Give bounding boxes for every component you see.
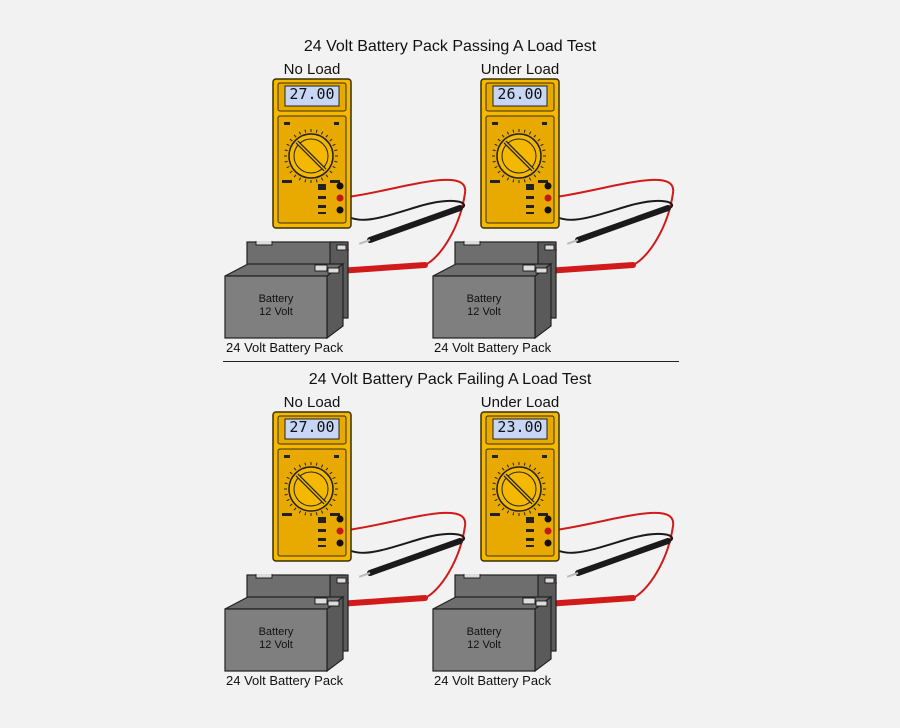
battery-text-line2: 12 Volt: [259, 639, 293, 651]
section-title-failing: 24 Volt Battery Pack Failing A Load Test: [308, 371, 592, 388]
section-title-passing: 24 Volt Battery Pack Passing A Load Test: [303, 38, 597, 55]
red-lead-wire: [339, 511, 467, 599]
multimeter-icon: 26.00: [480, 78, 560, 229]
battery-pack-label: 24 Volt Battery Pack: [226, 673, 344, 688]
battery-text-line1: Battery: [466, 293, 502, 305]
battery-text-line2: 12 Volt: [467, 306, 501, 318]
red-probe-icon: [335, 262, 428, 274]
panel-label: No Load: [283, 394, 341, 411]
meter-reading: 27.00: [289, 85, 335, 103]
multimeter-icon: 27.00: [272, 78, 352, 229]
panel-label: No Load: [283, 61, 341, 78]
red-probe-icon: [543, 262, 636, 274]
meter-reading: 27.00: [289, 418, 335, 436]
battery-text-line2: 12 Volt: [467, 639, 501, 651]
battery-text-line1: Battery: [258, 626, 294, 638]
battery-text-line1: Battery: [466, 626, 502, 638]
black-lead-wire: [547, 199, 673, 221]
meter-reading: 26.00: [497, 85, 543, 103]
red-probe-icon: [335, 595, 428, 607]
black-probe-icon: [575, 205, 671, 243]
panel-label: Under Load: [480, 394, 560, 411]
panel-label: Under Load: [480, 61, 560, 78]
multimeter-icon: 23.00: [480, 411, 560, 562]
section-divider: [223, 361, 679, 362]
battery-pack-label: 24 Volt Battery Pack: [434, 340, 552, 355]
black-lead-wire: [547, 532, 673, 554]
battery-text-line1: Battery: [258, 293, 294, 305]
probe-tip-icon: [358, 572, 371, 578]
red-lead-wire: [547, 178, 675, 266]
battery-pack-label: 24 Volt Battery Pack: [434, 673, 552, 688]
battery-pack-label: 24 Volt Battery Pack: [226, 340, 344, 355]
meter-reading: 23.00: [497, 418, 543, 436]
black-probe-icon: [367, 538, 463, 576]
red-lead-wire: [339, 178, 467, 266]
black-lead-wire: [339, 199, 465, 221]
black-probe-icon: [367, 205, 463, 243]
probe-tip-icon: [566, 572, 579, 578]
black-lead-wire: [339, 532, 465, 554]
probe-tip-icon: [566, 239, 579, 245]
red-probe-icon: [543, 595, 636, 607]
black-probe-icon: [575, 538, 671, 576]
battery-text-line2: 12 Volt: [259, 306, 293, 318]
probe-tip-icon: [358, 239, 371, 245]
multimeter-icon: 27.00: [272, 411, 352, 562]
red-lead-wire: [547, 511, 675, 599]
